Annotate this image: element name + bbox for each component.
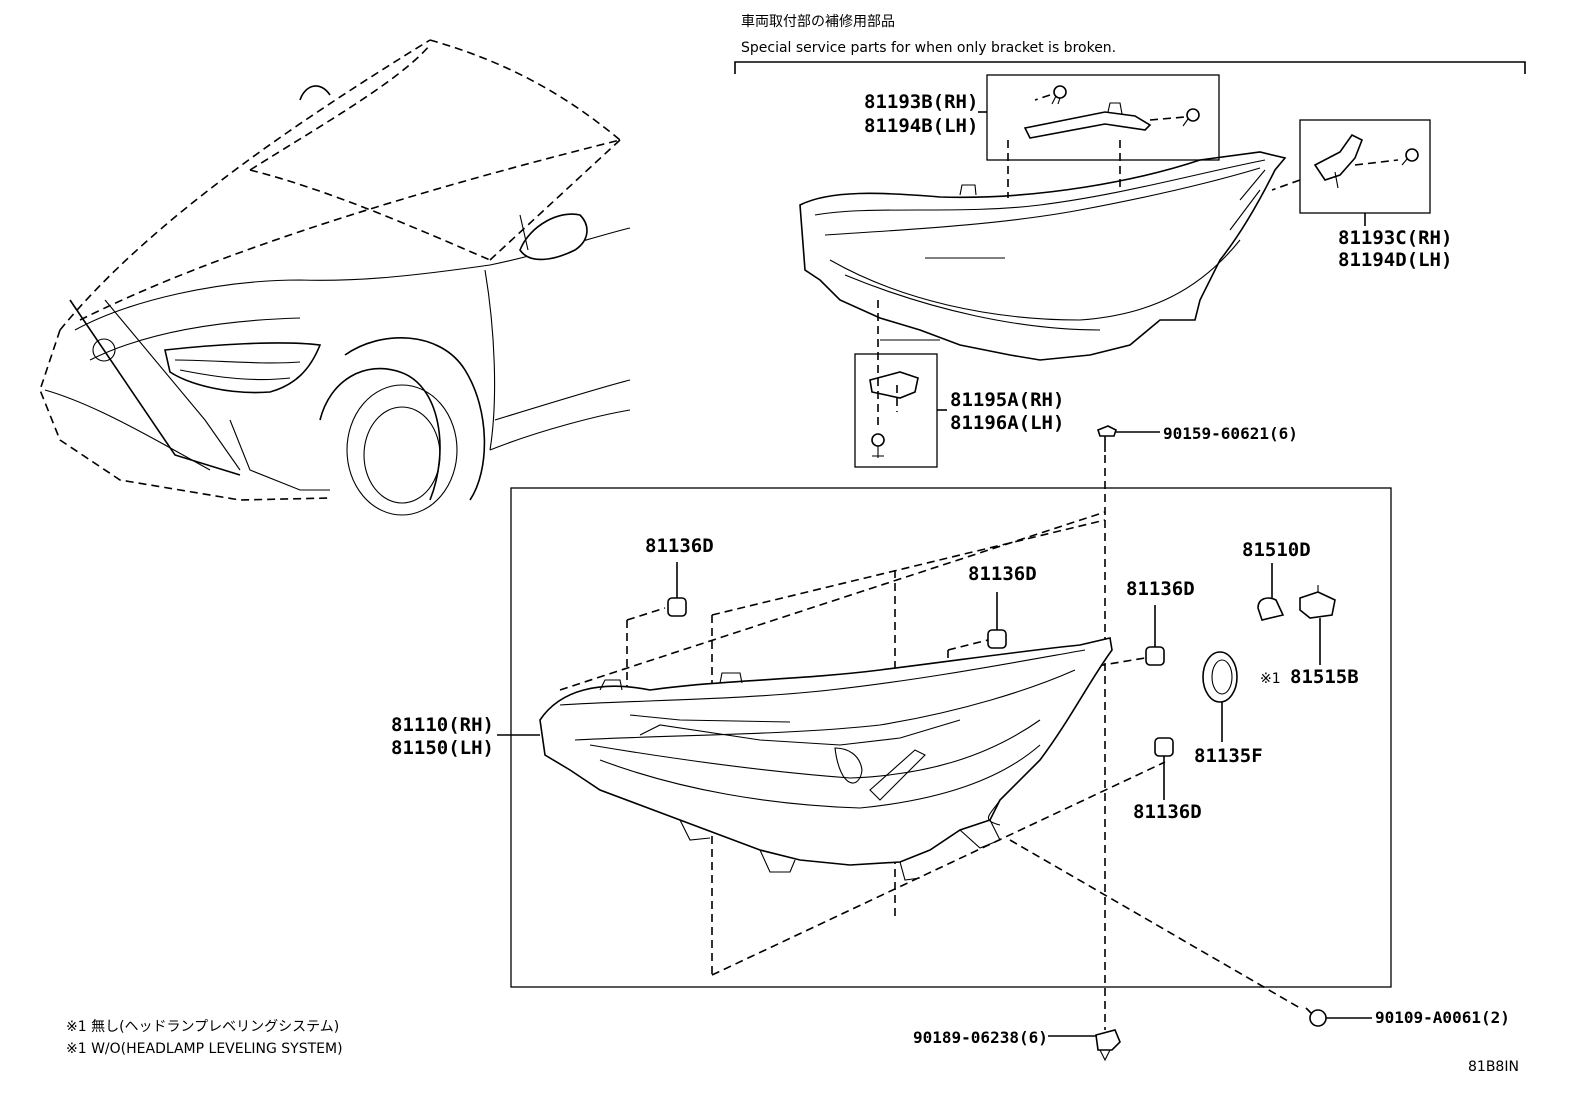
bracket-right-part — [1313, 133, 1419, 189]
header-title-jp: 車両取付部の補修用部品 — [741, 13, 895, 30]
cap-a-part — [667, 562, 687, 617]
cap-d-part — [1154, 737, 1174, 800]
label-bracket-top-lh: 81194B(LH) — [864, 115, 978, 137]
cover-part — [1202, 651, 1238, 742]
socket-part — [1299, 585, 1336, 665]
bracket-top-callout-box — [986, 74, 1220, 161]
label-bracket-lower-lh: 81196A(LH) — [950, 412, 1064, 434]
bracket-top-part — [1023, 85, 1200, 139]
label-bracket-top-rh: 81193B(RH) — [864, 91, 978, 113]
label-cap-c: 81136D — [1126, 578, 1195, 600]
bracket-lower-callout-box — [854, 353, 938, 468]
label-socket-mark: ※1 — [1260, 671, 1281, 687]
label-cap-a: 81136D — [645, 535, 714, 557]
header-title-en: Special service parts for when only brac… — [741, 40, 1116, 56]
label-screw-right: 90109-A0061(2) — [1375, 1008, 1510, 1027]
label-cover: 81135F — [1194, 745, 1263, 767]
cap-b-part — [987, 592, 1007, 649]
label-socket: 81515B — [1290, 666, 1359, 688]
label-headlamp-lh: 81150(LH) — [391, 737, 494, 759]
headlamp-housing-upper — [799, 151, 1287, 361]
screw-top-part — [1097, 425, 1117, 452]
cap-c-part — [1145, 605, 1165, 666]
figure-code: 81B8IN — [1468, 1059, 1519, 1075]
vehicle-illustration — [39, 39, 631, 516]
label-bracket-right-lh: 81194D(LH) — [1338, 249, 1452, 271]
bulb-part — [1257, 563, 1285, 621]
service-parts-bracket-line — [734, 61, 1526, 74]
bracket-lower-part — [869, 371, 919, 458]
headlamp-assembly-part — [539, 637, 1113, 881]
label-cap-b: 81136D — [968, 563, 1037, 585]
label-screw-top: 90159-60621(6) — [1163, 424, 1298, 443]
label-cap-d: 81136D — [1133, 801, 1202, 823]
nut-bottom-part — [1095, 1029, 1121, 1062]
label-bracket-right-rh: 81193C(RH) — [1338, 227, 1452, 249]
label-bracket-lower-rh: 81195A(RH) — [950, 389, 1064, 411]
screw-right-part — [1305, 1007, 1327, 1027]
label-bulb: 81510D — [1242, 539, 1311, 561]
footnote-en: ※1 W/O(HEADLAMP LEVELING SYSTEM) — [66, 1041, 343, 1057]
label-nut-bottom: 90189-06238(6) — [913, 1028, 1048, 1047]
footnote-jp: ※1 無し(ヘッドランプレベリングシステム) — [66, 1019, 339, 1035]
headlamp-assembly-box — [510, 487, 1392, 988]
label-headlamp-rh: 81110(RH) — [391, 714, 494, 736]
